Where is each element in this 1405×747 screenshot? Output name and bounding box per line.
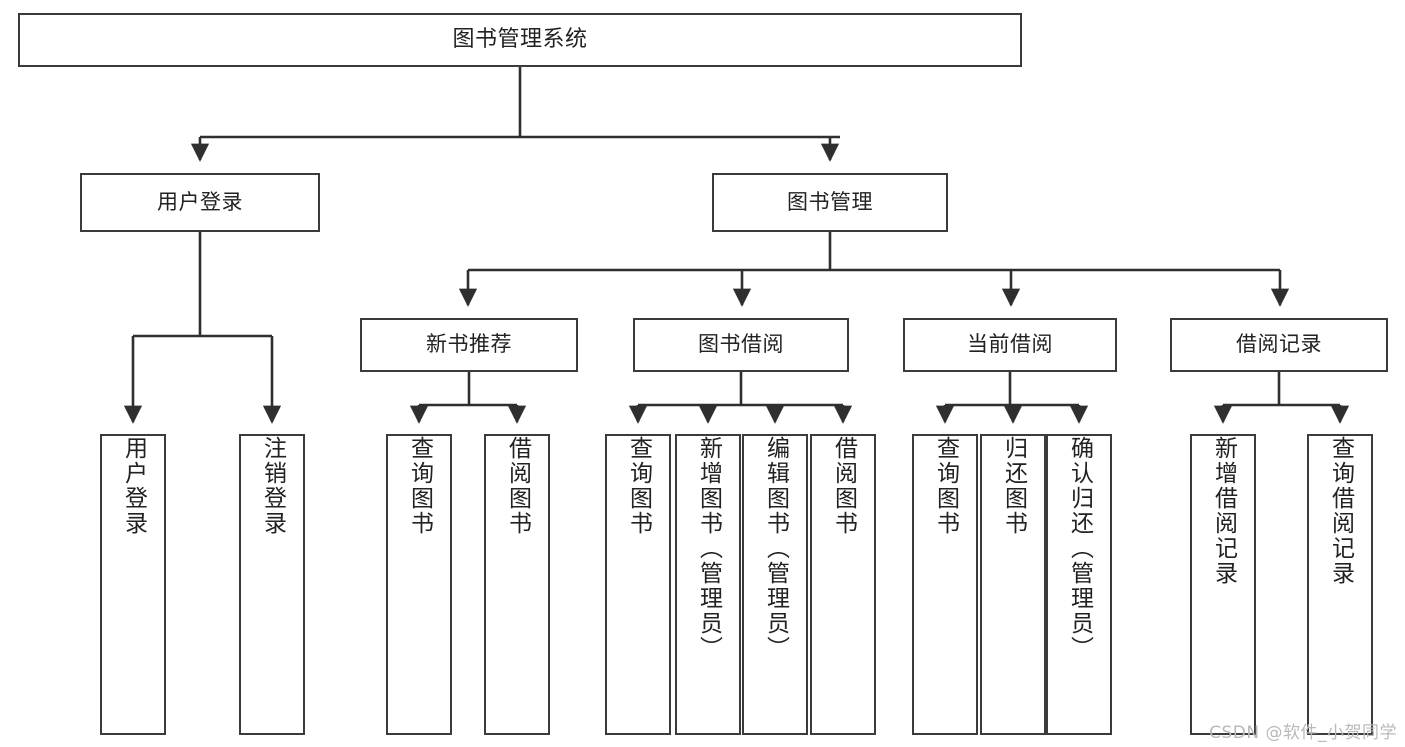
node-leaf-borrow-book-1-label: 借阅图书 [504,436,531,536]
node-book-borrow-label: 图书借阅 [698,332,784,357]
node-leaf-query-record[interactable]: 查询借阅记录 [1307,434,1373,735]
node-leaf-confirm-return-label: 确认归还（管理员） [1066,436,1093,661]
node-leaf-logout-label: 注销登录 [259,436,286,536]
node-leaf-confirm-return[interactable]: 确认归还（管理员） [1046,434,1112,735]
node-leaf-edit-book[interactable]: 编辑图书（管理员） [742,434,808,735]
watermark: CSDN @软件_小贺同学 [1209,723,1397,743]
node-leaf-query-book-2-label: 查询图书 [625,436,652,536]
node-leaf-query-book-3-label: 查询图书 [932,436,959,536]
node-borrow-record[interactable]: 借阅记录 [1170,318,1388,372]
node-user-login-label: 用户登录 [157,189,243,214]
node-leaf-borrow-book-2-label: 借阅图书 [830,436,857,536]
node-leaf-query-book-2[interactable]: 查询图书 [605,434,671,735]
node-leaf-query-book-1-label: 查询图书 [406,436,433,536]
node-leaf-borrow-book-1[interactable]: 借阅图书 [484,434,550,735]
node-new-book-recommend-label: 新书推荐 [426,332,512,357]
node-book-borrow[interactable]: 图书借阅 [633,318,849,372]
node-new-book-recommend[interactable]: 新书推荐 [360,318,578,372]
node-borrow-record-label: 借阅记录 [1236,332,1322,357]
node-current-borrow[interactable]: 当前借阅 [903,318,1117,372]
node-leaf-edit-book-label: 编辑图书（管理员） [762,436,789,661]
node-leaf-query-book-3[interactable]: 查询图书 [912,434,978,735]
node-leaf-query-book-1[interactable]: 查询图书 [386,434,452,735]
node-root[interactable]: 图书管理系统 [18,13,1022,67]
node-root-label: 图书管理系统 [452,26,588,52]
node-leaf-query-record-label: 查询借阅记录 [1327,436,1354,586]
node-book-manage-label: 图书管理 [787,189,873,214]
node-leaf-borrow-book-2[interactable]: 借阅图书 [810,434,876,735]
node-leaf-add-record-label: 新增借阅记录 [1210,436,1237,586]
node-leaf-user-login-label: 用户登录 [120,436,147,536]
node-current-borrow-label: 当前借阅 [967,332,1053,357]
node-leaf-add-book-label: 新增图书（管理员） [695,436,722,661]
node-leaf-add-record[interactable]: 新增借阅记录 [1190,434,1256,735]
node-leaf-return-book-label: 归还图书 [1000,436,1027,536]
node-user-login[interactable]: 用户登录 [80,173,320,232]
node-book-manage[interactable]: 图书管理 [712,173,948,232]
node-leaf-user-login[interactable]: 用户登录 [100,434,166,735]
node-leaf-add-book[interactable]: 新增图书（管理员） [675,434,741,735]
node-leaf-return-book[interactable]: 归还图书 [980,434,1046,735]
node-leaf-logout[interactable]: 注销登录 [239,434,305,735]
